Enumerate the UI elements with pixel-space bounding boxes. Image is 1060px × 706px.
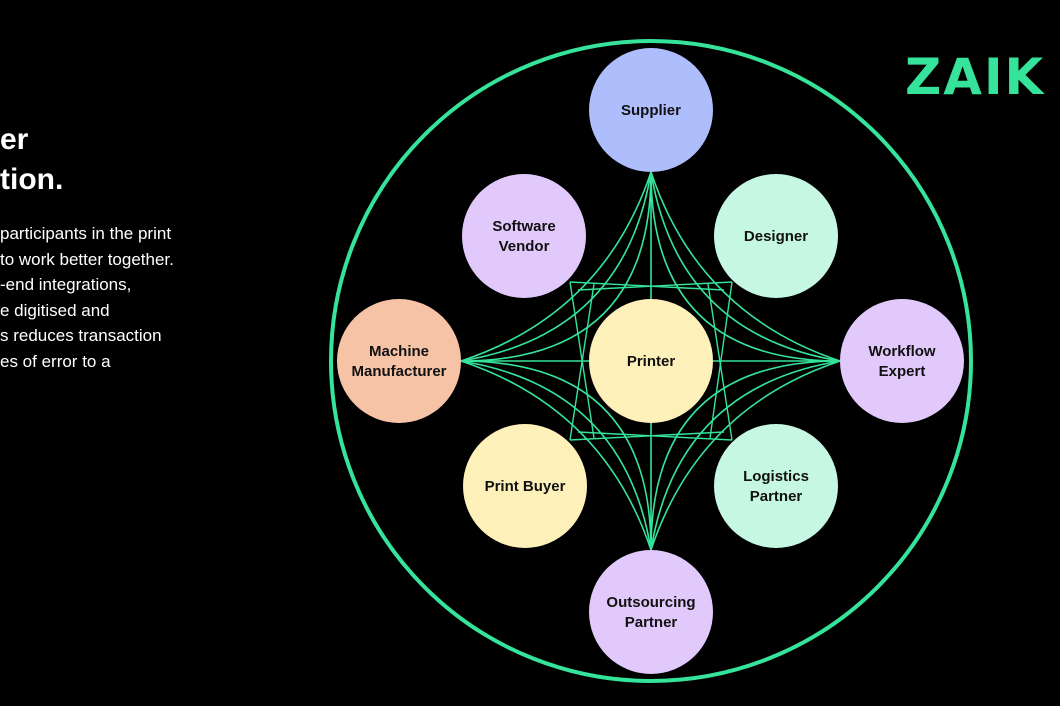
node-workflow-expert-circle bbox=[840, 299, 964, 423]
body-line-4: e digitised and bbox=[0, 300, 110, 320]
node-supplier-circle bbox=[589, 48, 713, 172]
node-print-buyer-label-1: Print Buyer bbox=[485, 478, 566, 495]
connection-link-4 bbox=[709, 281, 733, 439]
connection-curves bbox=[460, 171, 841, 551]
body-line-6: es of error to a bbox=[0, 351, 111, 371]
connection-curve-4-1 bbox=[460, 171, 652, 362]
outer-ring bbox=[329, 39, 973, 683]
body-line-3: -end integrations, bbox=[0, 275, 132, 294]
body-line-1: participants in the print bbox=[0, 224, 172, 243]
node-outsourcing-partner-label-1: Outsourcing bbox=[606, 594, 695, 611]
connection-link-8 bbox=[569, 283, 595, 441]
connection-curve-3-1 bbox=[460, 360, 652, 551]
node-software-vendor-label-1: Software bbox=[492, 218, 555, 235]
node-workflow-expert-label-2: Expert bbox=[879, 363, 926, 380]
connection-link-3 bbox=[577, 281, 733, 291]
participant-nodes: Printer SupplierDesignerWorkflowExpertLog… bbox=[337, 48, 964, 674]
outer-ring-layer bbox=[329, 39, 973, 683]
node-machine-manufacturer-label-2: Manufacturer bbox=[351, 363, 446, 380]
node-designer-circle bbox=[714, 174, 838, 298]
body-line-5: s reduces transaction bbox=[0, 326, 162, 345]
zaik-logo: ZAIK bbox=[905, 48, 1046, 106]
node-logistics-partner-label-2: Partner bbox=[750, 488, 803, 505]
node-printer-circle bbox=[589, 299, 713, 423]
node-printer: Printer bbox=[589, 299, 713, 423]
node-outsourcing-partner-circle bbox=[589, 550, 713, 674]
connection-curve-1-2 bbox=[650, 171, 841, 362]
connection-curve-2-2 bbox=[650, 360, 841, 551]
node-designer: Designer bbox=[714, 174, 838, 298]
node-printer-label-1: Printer bbox=[627, 353, 676, 370]
node-software-vendor-label-2: Vendor bbox=[499, 238, 550, 255]
connection-curve-4-2 bbox=[460, 171, 652, 362]
node-machine-manufacturer-circle bbox=[337, 299, 461, 423]
connection-curve-2-1 bbox=[650, 360, 841, 551]
connection-curve-3-2 bbox=[460, 360, 652, 551]
node-print-buyer: Print Buyer bbox=[463, 424, 587, 548]
connection-link-6 bbox=[707, 283, 733, 441]
node-supplier: Supplier bbox=[589, 48, 713, 172]
node-logistics-partner-label-1: Logistics bbox=[743, 468, 809, 485]
node-supplier-label-1: Supplier bbox=[621, 102, 681, 119]
node-print-buyer-circle bbox=[463, 424, 587, 548]
heading-line-2: tion. bbox=[0, 163, 64, 196]
node-designer-label-1: Designer bbox=[744, 228, 808, 245]
node-logistics-partner-circle bbox=[714, 424, 838, 548]
heading-line-1: er bbox=[0, 123, 29, 156]
node-outsourcing-partner-label-2: Partner bbox=[625, 614, 678, 631]
node-machine-manufacturer-label-1: Machine bbox=[369, 343, 429, 360]
body-line-2: to work better together. bbox=[0, 249, 174, 269]
connection-curve-1-1 bbox=[650, 171, 841, 362]
slide-heading: er tion. bbox=[0, 120, 63, 200]
slide-body-text: participants in the print to work better… bbox=[0, 221, 174, 374]
node-software-vendor-circle bbox=[462, 174, 586, 298]
connection-link-7 bbox=[569, 431, 725, 441]
node-workflow-expert-label-1: Workflow bbox=[868, 343, 936, 360]
